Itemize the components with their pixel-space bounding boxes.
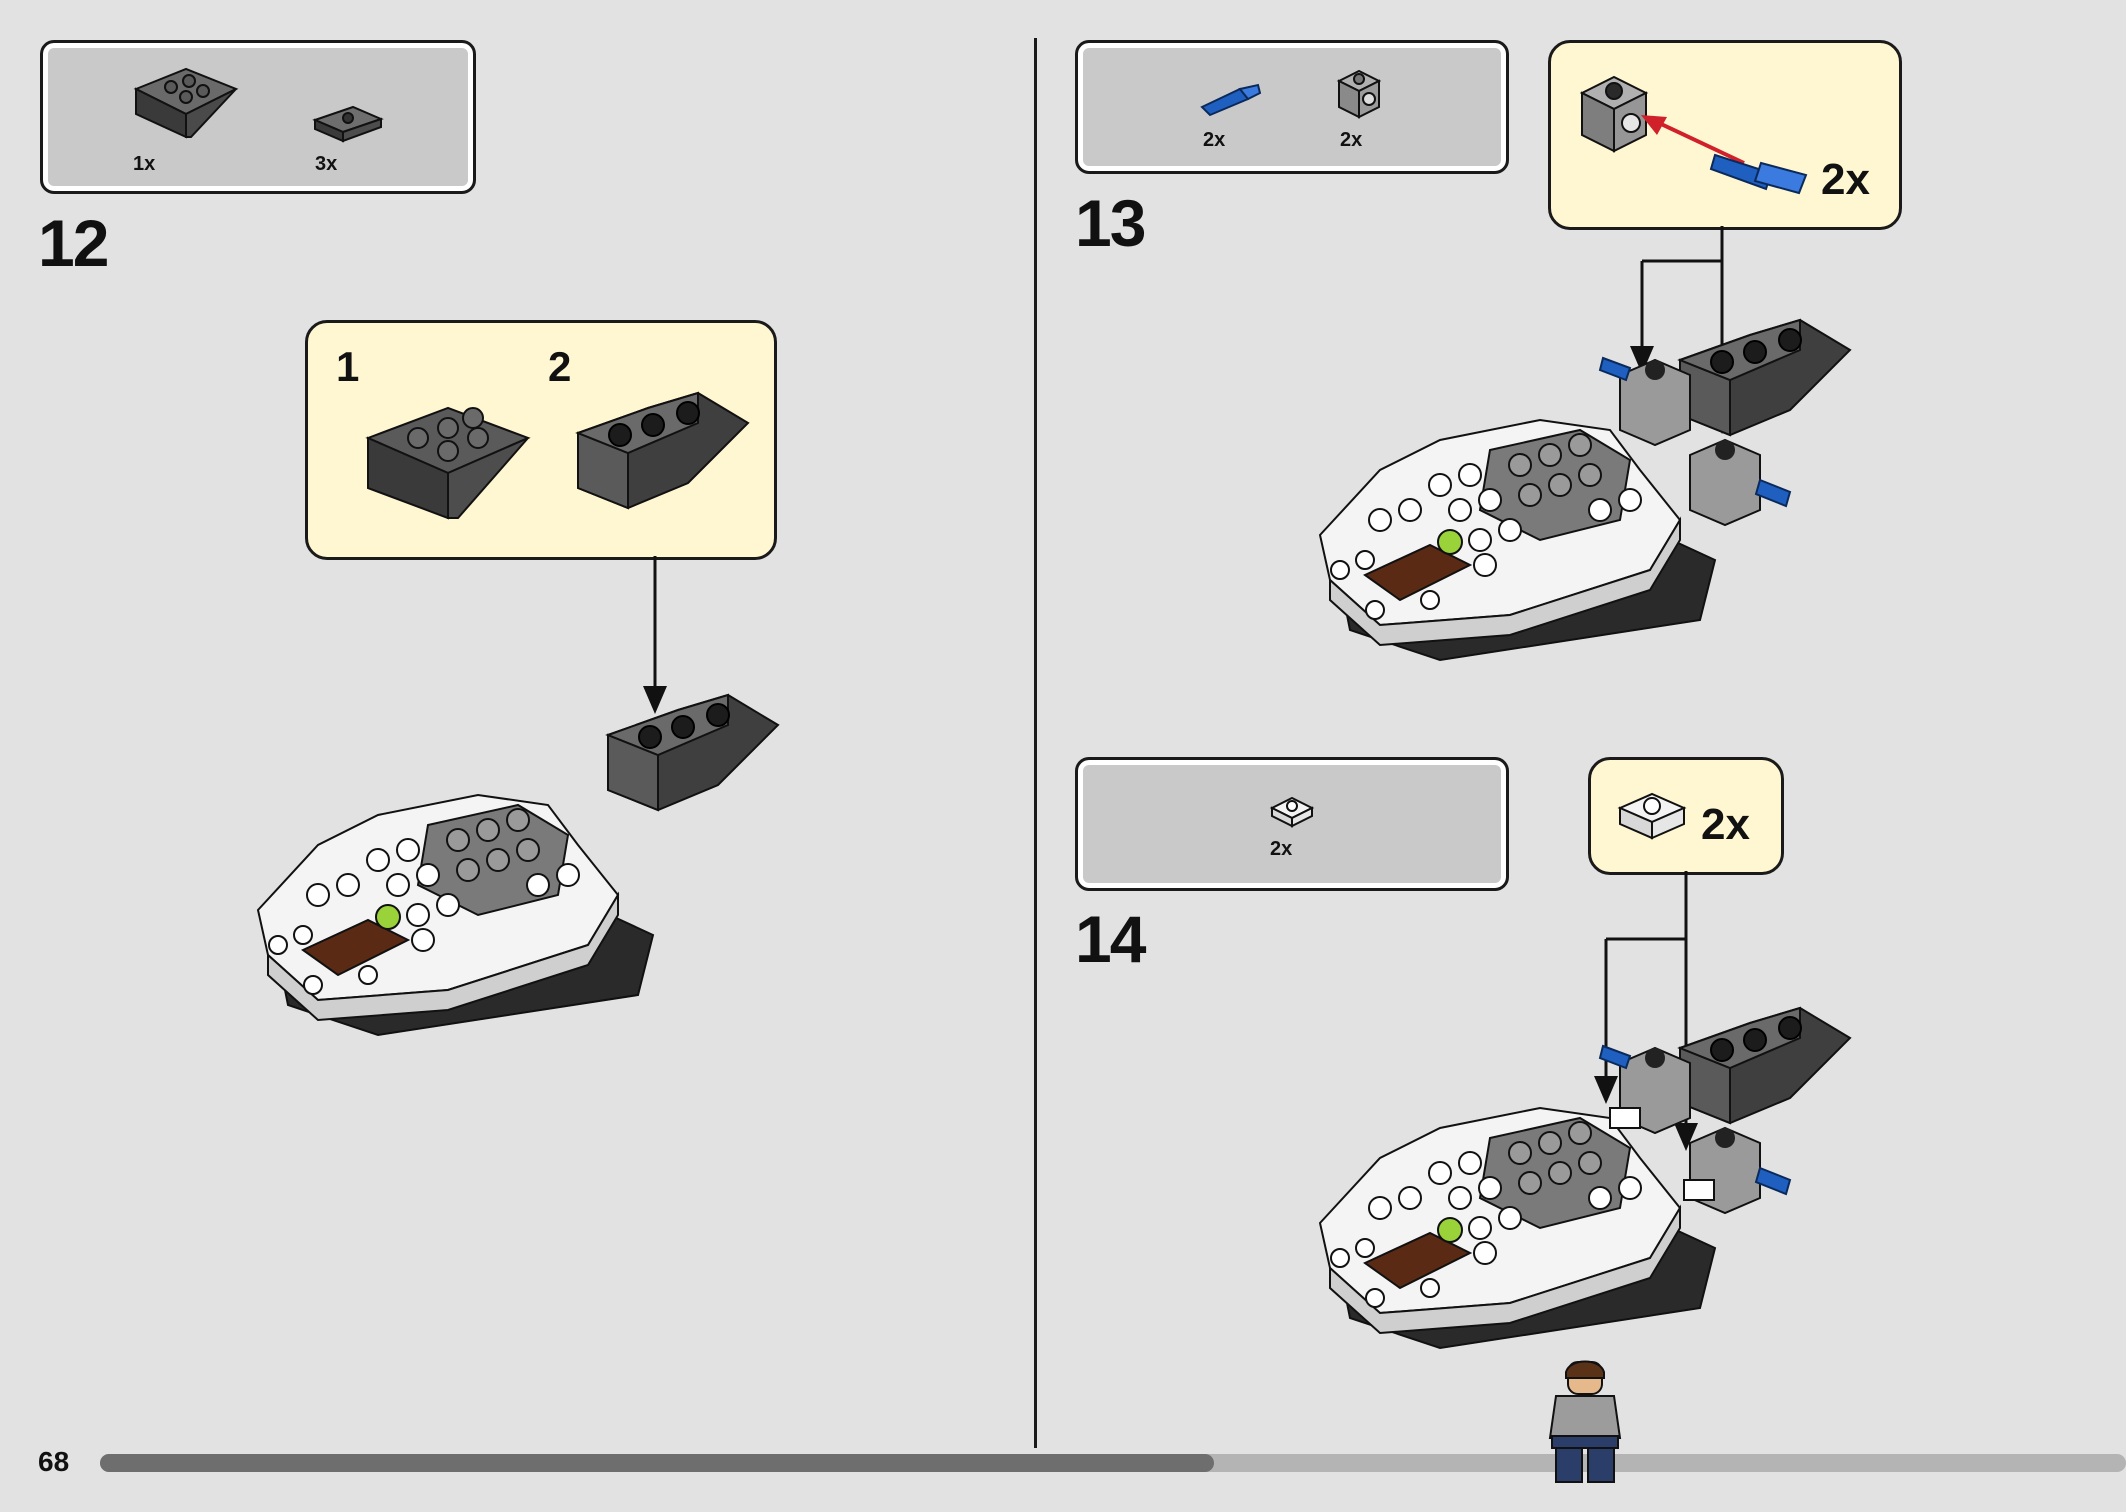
plate-1x1-icon: [1617, 792, 1687, 840]
page-progress-bar: [100, 1454, 2126, 1472]
plate-1x1-icon: [1269, 796, 1315, 828]
part-qty: 2x: [1270, 838, 1293, 860]
dark-slope-brick-icon: [577, 392, 749, 509]
technic-pin-icon: [1200, 83, 1262, 117]
page-number: 68: [38, 1446, 70, 1477]
page-divider: [1034, 38, 1037, 1448]
step-number: 14: [1075, 902, 1146, 976]
parts-list-step-14: 2x: [1075, 757, 1509, 891]
technic-brick-icon: [1579, 75, 1649, 153]
part-qty: 2x: [1340, 129, 1363, 151]
parts-list-step-13: 2x 2x: [1075, 40, 1509, 174]
model-build-step-14: [1319, 1007, 1851, 1349]
sub-assembly-callout: 2x: [1548, 40, 1902, 230]
part-qty: 3x: [315, 153, 338, 175]
sub-assembly-callout: 2x: [1588, 757, 1784, 875]
technic-brick-icon: [1336, 69, 1382, 119]
model-build-step-13: [1319, 319, 1851, 661]
inverted-slope-brick-icon: [365, 406, 531, 520]
step-number: 12: [38, 206, 109, 280]
sub-step-number: 1: [336, 343, 360, 390]
model-build-step-12: [257, 694, 779, 1036]
step-number: 13: [1075, 186, 1146, 260]
part-qty: 1x: [133, 153, 156, 175]
technic-pin-icon: [1709, 153, 1808, 195]
sub-assembly-callout: 1 2: [305, 320, 777, 560]
minifigure-icon: [1548, 1360, 1622, 1483]
sub-step-number: 2: [548, 343, 572, 390]
callout-qty: 2x: [1821, 155, 1870, 204]
plate-1x2-icon: [312, 105, 384, 143]
placement-arrow: [643, 556, 667, 714]
part-qty: 2x: [1203, 129, 1226, 151]
callout-qty: 2x: [1701, 800, 1750, 849]
insert-arrow: [1641, 115, 1745, 165]
parts-list-step-12: 1x 3x: [40, 40, 476, 194]
inverted-slope-brick-icon: [133, 67, 239, 139]
page-progress-fill: [100, 1454, 1215, 1472]
